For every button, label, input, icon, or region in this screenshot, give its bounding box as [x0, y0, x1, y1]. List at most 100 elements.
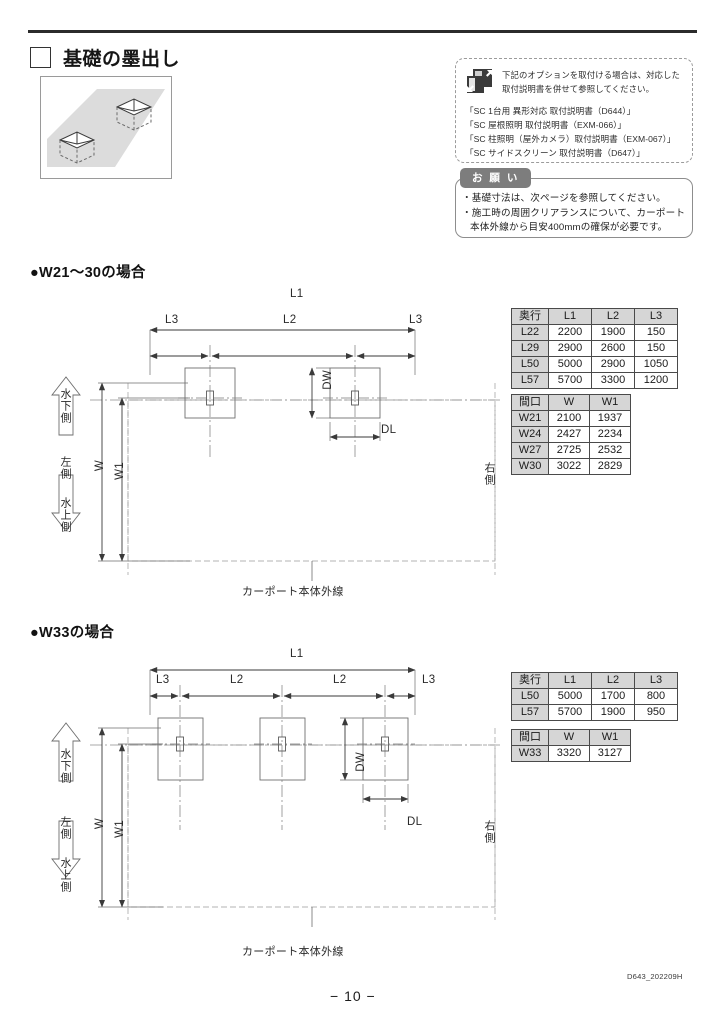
- option-manual-list: 「SC 1台用 異形対応 取付説明書（D644）」 「SC 屋根照明 取付説明書…: [465, 104, 684, 160]
- checkbox-empty-icon[interactable]: [30, 47, 51, 68]
- case1-dim-L3-left: L3: [165, 314, 179, 326]
- cell: W30: [511, 458, 549, 475]
- cell: W21: [511, 410, 549, 427]
- cell: 2900: [591, 356, 635, 373]
- cell: 1900: [591, 704, 635, 721]
- cell: 800: [634, 688, 678, 705]
- cell: 150: [634, 324, 678, 341]
- list-item: ・基礎寸法は、次ページを参照してください。: [462, 193, 666, 204]
- case2-title: ●W33の場合: [30, 625, 115, 641]
- cell: W27: [511, 442, 549, 459]
- cell: L50: [511, 688, 549, 705]
- case2-dim-DL: DL: [407, 816, 423, 828]
- cell: L57: [511, 704, 549, 721]
- col-header: L2: [591, 308, 635, 325]
- option-notice-box: 下記のオプションを取付ける場合は、対応した 取付説明書を併せて参照してください。…: [455, 58, 693, 163]
- case1-dim-L3-right: L3: [409, 314, 423, 326]
- cell: L50: [511, 356, 549, 373]
- case2-bottom-caption: カーポート本体外線: [242, 946, 344, 958]
- cell: 1937: [589, 410, 631, 427]
- case1-dim-DW: DW: [322, 370, 334, 390]
- option-notice-line-1: 下記のオプションを取付ける場合は、対応した: [502, 70, 680, 80]
- case1-dim-L2: L2: [283, 314, 297, 326]
- cell: 3320: [548, 745, 590, 762]
- case2-dim-W: W: [94, 818, 106, 830]
- case1-dim-W1: W1: [114, 462, 126, 480]
- list-item: 「SC サイドスクリーン 取付説明書（D647）」: [465, 148, 645, 158]
- table-row: L29 2900 2600 150: [511, 340, 678, 357]
- case1-bottom-caption: カーポート本体外線: [242, 586, 344, 598]
- case2-dim-DW: DW: [355, 752, 367, 772]
- foundation-marking-illustration: [40, 76, 172, 179]
- table-row: L57 5700 3300 1200: [511, 372, 678, 389]
- col-header: W: [548, 394, 590, 411]
- cell: 3300: [591, 372, 635, 389]
- document-code: D643_202209H: [627, 972, 683, 981]
- cell: 1900: [591, 324, 635, 341]
- table-row: W30 3022 2829: [511, 458, 631, 475]
- cell: 2900: [548, 340, 592, 357]
- table-row: W27 2725 2532: [511, 442, 631, 459]
- cell: 2427: [548, 426, 590, 443]
- col-header: 間口: [511, 729, 549, 746]
- page-title: 基礎の墨出し: [63, 49, 181, 70]
- cell: 5700: [548, 704, 592, 721]
- table-row: W21 2100 1937: [511, 410, 631, 427]
- case1-dim-W: W: [94, 460, 106, 472]
- col-header: 間口: [511, 394, 549, 411]
- cell: 2829: [589, 458, 631, 475]
- cell: L29: [511, 340, 549, 357]
- case1-label-left-side: 左側: [59, 456, 71, 480]
- col-header: 奥行: [511, 308, 549, 325]
- header-rule: [28, 30, 697, 33]
- table-header-row: 間口 W W1: [511, 394, 631, 411]
- col-header: W1: [589, 394, 631, 411]
- case1-dim-L1: L1: [290, 288, 304, 300]
- case1-label-upstream: 水上側: [59, 497, 71, 533]
- col-header: L3: [634, 308, 678, 325]
- case1-label-right-side: 右側: [483, 462, 495, 486]
- table-header-row: 間口 W W1: [511, 729, 631, 746]
- table-header-row: 奥行 L1 L2 L3: [511, 308, 678, 325]
- table-row: W33 3320 3127: [511, 745, 631, 762]
- col-header: L1: [548, 672, 592, 689]
- table-row: L50 5000 1700 800: [511, 688, 678, 705]
- cell: 3022: [548, 458, 590, 475]
- request-box: [455, 178, 693, 238]
- case2-dim-L1: L1: [290, 648, 304, 660]
- page-number: − 10 −: [330, 988, 376, 1004]
- col-header: 奥行: [511, 672, 549, 689]
- case1-dim-DL: DL: [381, 424, 397, 436]
- list-item: 「SC 屋根照明 取付説明書（EXM-066）」: [465, 120, 627, 130]
- cell: 1050: [634, 356, 678, 373]
- col-header: W: [548, 729, 590, 746]
- case2-dim-W1: W1: [114, 820, 126, 838]
- case2-dim-L3-left: L3: [156, 674, 170, 686]
- col-header: W1: [589, 729, 631, 746]
- cell: 2234: [589, 426, 631, 443]
- case2-width-table: 間口 W W1 W33 3320 3127: [511, 729, 631, 762]
- cell: 2100: [548, 410, 590, 427]
- cell: 2532: [589, 442, 631, 459]
- case2-depth-table: 奥行 L1 L2 L3 L50 5000 1700 800 L57 5700 1…: [511, 672, 678, 721]
- table-row: L22 2200 1900 150: [511, 324, 678, 341]
- cell: 2725: [548, 442, 590, 459]
- cell: 3127: [589, 745, 631, 762]
- cell: W24: [511, 426, 549, 443]
- cell: 150: [634, 340, 678, 357]
- case2-dim-L2-right: L2: [333, 674, 347, 686]
- cell: 1200: [634, 372, 678, 389]
- case2-dim-L2-left: L2: [230, 674, 244, 686]
- list-item: 本体外線から目安400mmの確保が必要です。: [470, 222, 668, 234]
- cell: 950: [634, 704, 678, 721]
- cell: L22: [511, 324, 549, 341]
- table-row: L50 5000 2900 1050: [511, 356, 678, 373]
- col-header: L2: [591, 672, 635, 689]
- table-row: W24 2427 2234: [511, 426, 631, 443]
- option-notice-line-2: 取付説明書を併せて参照してください。: [502, 83, 655, 94]
- list-item: 「SC 柱照明（屋外カメラ）取付説明書（EXM-067）」: [465, 134, 676, 144]
- list-item: ・施工時の周囲クリアランスについて、カーポート: [462, 207, 686, 219]
- case2-drawing: [30, 645, 510, 965]
- case2-label-left-side: 左側: [59, 816, 71, 840]
- col-header: L1: [548, 308, 592, 325]
